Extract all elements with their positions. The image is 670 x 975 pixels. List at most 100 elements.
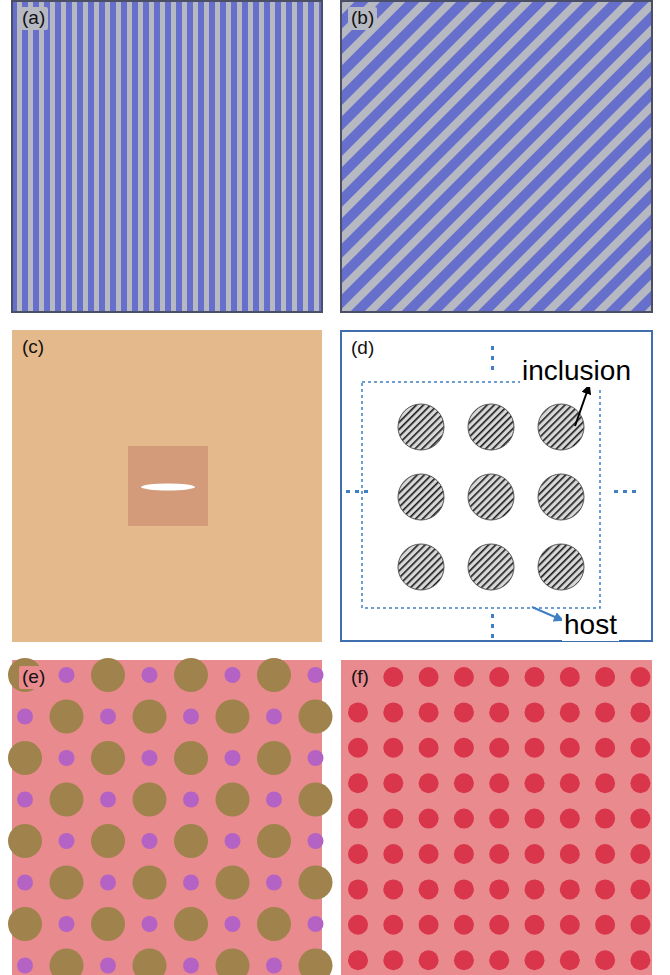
particle xyxy=(560,773,580,793)
particle xyxy=(595,950,615,970)
particle xyxy=(595,667,615,687)
particle xyxy=(100,958,116,974)
particle xyxy=(630,950,650,970)
particle xyxy=(308,833,324,849)
particle xyxy=(630,702,650,722)
particle xyxy=(595,702,615,722)
particle xyxy=(525,667,545,687)
callout-inclusion: inclusion xyxy=(520,356,633,387)
particle xyxy=(142,833,158,849)
particle xyxy=(216,866,250,900)
particle xyxy=(17,958,33,974)
particle xyxy=(348,809,368,829)
particle xyxy=(225,916,241,932)
particle xyxy=(398,404,444,450)
particle xyxy=(538,544,584,590)
inner-square xyxy=(128,446,208,526)
particle xyxy=(59,916,75,932)
particle xyxy=(266,958,282,974)
particle xyxy=(174,824,208,858)
vertical-stripes xyxy=(12,1,322,312)
crack xyxy=(141,484,195,491)
particle xyxy=(59,667,75,683)
panel: (e) xyxy=(12,660,322,975)
particle xyxy=(538,474,584,520)
particle xyxy=(595,738,615,758)
particle xyxy=(348,738,368,758)
binary-lattice xyxy=(8,658,333,975)
particle xyxy=(454,738,474,758)
particle xyxy=(100,709,116,725)
particle xyxy=(525,809,545,829)
particle xyxy=(489,879,509,899)
particle xyxy=(50,949,84,975)
particle xyxy=(630,809,650,829)
particle xyxy=(383,702,403,722)
particle xyxy=(299,866,333,900)
particle xyxy=(454,809,474,829)
panel-label: (e) xyxy=(19,666,48,689)
particle xyxy=(454,844,474,864)
particle xyxy=(383,738,403,758)
particle xyxy=(266,792,282,808)
particle xyxy=(383,915,403,935)
particle xyxy=(489,915,509,935)
particle xyxy=(489,738,509,758)
particle xyxy=(308,667,324,683)
particle xyxy=(489,844,509,864)
particle xyxy=(216,700,250,734)
leader-line xyxy=(532,607,562,620)
particle xyxy=(525,915,545,935)
unit-cell xyxy=(362,382,600,608)
particle xyxy=(560,667,580,687)
particle xyxy=(419,667,439,687)
particle xyxy=(91,741,125,775)
particle xyxy=(398,474,444,520)
particle xyxy=(489,667,509,687)
particle xyxy=(174,658,208,692)
particle xyxy=(630,667,650,687)
particle xyxy=(348,702,368,722)
particle xyxy=(133,949,167,975)
continuation-dots xyxy=(346,346,636,638)
particle xyxy=(8,907,42,941)
particle xyxy=(266,875,282,891)
particle xyxy=(225,833,241,849)
panel-label: (b) xyxy=(348,7,377,30)
particle xyxy=(525,879,545,899)
particle xyxy=(299,949,333,975)
particle xyxy=(348,950,368,970)
particle xyxy=(257,907,291,941)
particle xyxy=(50,700,84,734)
particle xyxy=(383,844,403,864)
particle xyxy=(133,866,167,900)
particle xyxy=(419,773,439,793)
particle xyxy=(383,879,403,899)
panel-label: (c) xyxy=(19,336,47,359)
particle xyxy=(383,773,403,793)
particle xyxy=(595,773,615,793)
particle xyxy=(419,915,439,935)
particle xyxy=(560,702,580,722)
particle xyxy=(630,844,650,864)
particle xyxy=(225,750,241,766)
particle xyxy=(183,792,199,808)
particle xyxy=(489,809,509,829)
particle xyxy=(59,750,75,766)
particle xyxy=(468,474,514,520)
particle xyxy=(419,950,439,970)
particle xyxy=(299,700,333,734)
particle xyxy=(50,866,84,900)
particle xyxy=(183,709,199,725)
host-medium xyxy=(12,660,322,975)
panel-label: (a) xyxy=(19,7,48,30)
particle xyxy=(525,950,545,970)
particle xyxy=(489,702,509,722)
particle xyxy=(348,879,368,899)
particle xyxy=(560,809,580,829)
panel-label: (d) xyxy=(348,337,377,360)
particle xyxy=(348,915,368,935)
particle xyxy=(142,667,158,683)
particle xyxy=(419,809,439,829)
